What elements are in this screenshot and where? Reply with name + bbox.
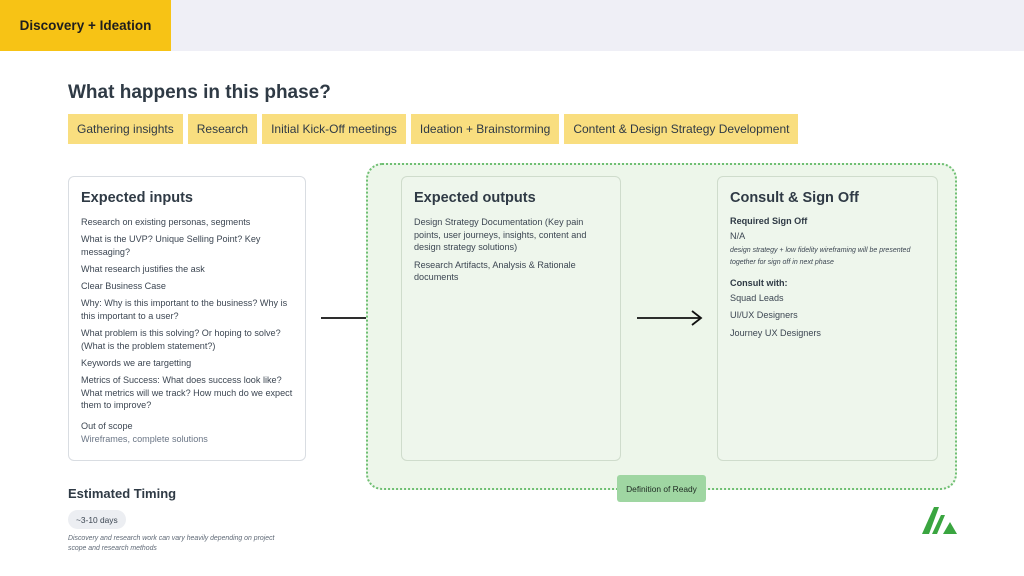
timing-note: Discovery and research work can vary hea… — [68, 535, 275, 553]
list-item: Research on existing personas, segments — [81, 217, 251, 227]
list-item: Why: Why is this important to the busine… — [81, 298, 288, 321]
list-item: Metrics of Success: What does success lo… — [81, 375, 293, 411]
consult-with-label: Consult with: — [730, 278, 788, 289]
consult-with-list: Squad Leads UI/UX Designers Journey UX D… — [730, 293, 925, 337]
list-item: Squad Leads — [730, 293, 784, 304]
expected-inputs-list: Research on existing personas, segments … — [81, 216, 293, 412]
list-item: Design Strategy Documentation (Key pain … — [414, 217, 587, 253]
phase-tab[interactable]: Discovery + Ideation — [0, 0, 171, 51]
list-item: Clear Business Case — [81, 281, 166, 292]
page-title: What happens in this phase? — [68, 82, 331, 103]
out-of-scope-label: Out of scope — [81, 420, 133, 431]
list-item: Research Artifacts, Analysis & Rationale… — [414, 259, 576, 283]
definition-of-ready-badge: Definition of Ready — [617, 475, 706, 502]
chip-ideation-brainstorming: Ideation + Brainstorming — [410, 114, 560, 144]
expected-inputs-title: Expected inputs — [81, 190, 193, 206]
chip-research: Research — [187, 114, 258, 144]
chip-content-design-strategy: Content & Design Strategy Development — [564, 114, 799, 144]
required-signoff-note: design strategy + low fidelity wireframi… — [730, 247, 911, 266]
estimated-timing-title: Estimated Timing — [68, 486, 177, 501]
required-signoff-value: N/A — [730, 231, 746, 241]
consult-signoff-card: Consult & Sign Off Required Sign Off N/A… — [717, 176, 938, 461]
brand-logo-icon — [922, 507, 957, 534]
expected-outputs-card: Expected outputs Design Strategy Documen… — [401, 176, 621, 461]
required-signoff-label: Required Sign Off — [730, 216, 808, 226]
list-item: What research justifies the ask — [81, 263, 205, 274]
list-item: What is the UVP? Unique Selling Point? K… — [81, 234, 261, 257]
out-of-scope-value: Wireframes, complete solutions — [81, 433, 208, 444]
chip-kickoff-meetings: Initial Kick-Off meetings — [262, 114, 406, 144]
list-item: Keywords we are targetting — [81, 357, 192, 368]
activity-chips: Gathering insights Research Initial Kick… — [68, 114, 799, 144]
expected-outputs-list: Design Strategy Documentation (Key pain … — [414, 216, 608, 284]
timing-badge: ~3-10 days — [68, 510, 126, 529]
expected-outputs-title: Expected outputs — [414, 190, 536, 206]
expected-inputs-card: Expected inputs Research on existing per… — [68, 176, 306, 461]
consult-signoff-title: Consult & Sign Off — [730, 190, 859, 206]
list-item: UI/UX Designers — [730, 310, 798, 321]
chip-gathering-insights: Gathering insights — [68, 114, 183, 144]
list-item: What problem is this solving? Or hoping … — [81, 328, 281, 351]
right-arrow-icon — [637, 310, 703, 326]
list-item: Journey UX Designers — [730, 327, 821, 338]
